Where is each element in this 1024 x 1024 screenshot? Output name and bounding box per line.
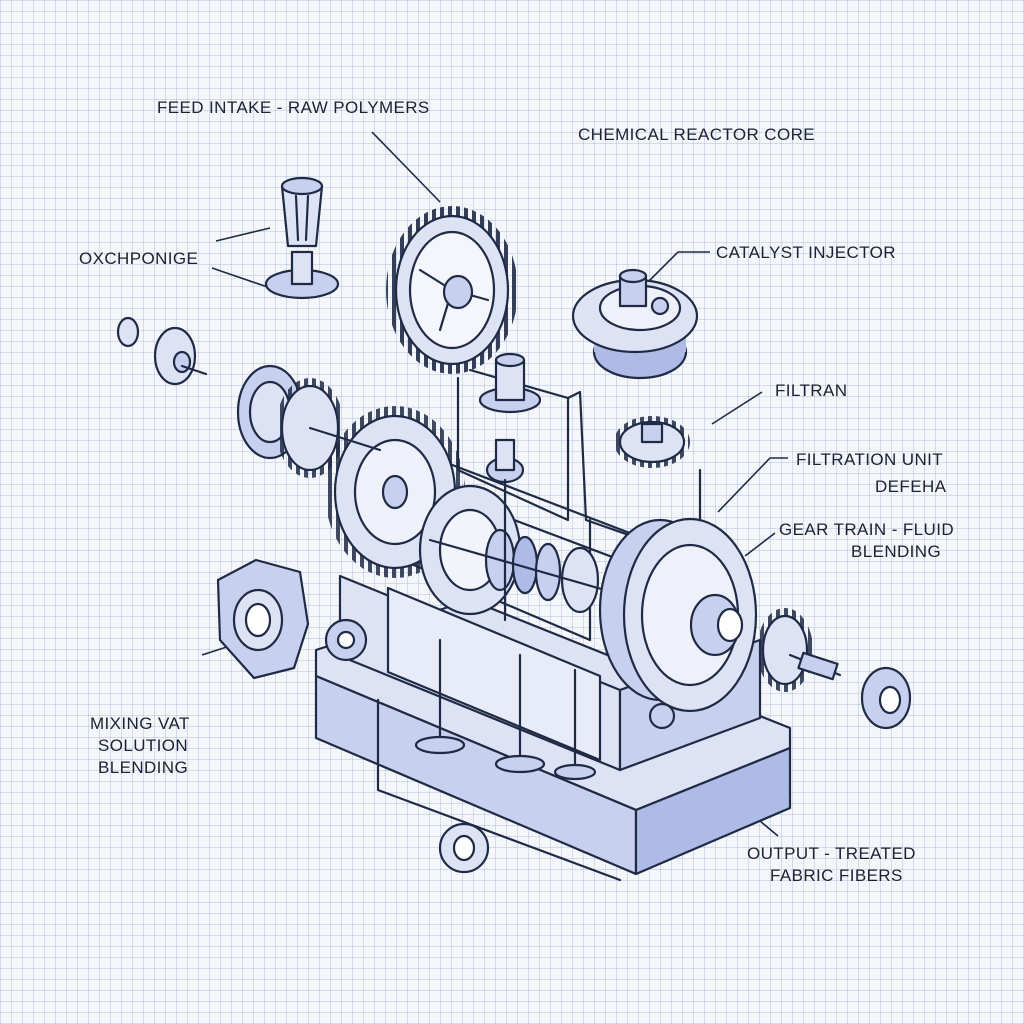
label-gear-train-line1: GEAR TRAIN - FLUID: [779, 520, 955, 539]
right-ring: [860, 666, 912, 730]
filtration-gear: [614, 416, 690, 468]
top-shaft-bearing: [478, 352, 542, 414]
label-filtration-unit: FILTRATION UNIT: [796, 450, 944, 469]
catalyst-injector: [571, 268, 699, 380]
label-mixing-line2: SOLUTION: [98, 736, 189, 755]
oxchponige-nozzle: [264, 176, 340, 300]
output-gear: [757, 608, 842, 692]
bottom-ring: [438, 822, 490, 874]
label-output-line1: OUTPUT - TREATED: [747, 844, 916, 863]
left-bushing: [116, 316, 208, 386]
label-feed-intake: FEED INTAKE - RAW POLYMERS: [157, 98, 430, 117]
label-mixing-line3: BLENDING: [98, 758, 189, 777]
label-mixing-line1: MIXING VAT: [90, 714, 190, 733]
label-oxchponige: OXCHPONIGE: [79, 249, 199, 268]
label-defeha: DEFEHA: [875, 477, 947, 496]
left-pulley: [236, 364, 382, 478]
label-gear-train-line2: BLENDING: [851, 542, 942, 561]
feed-intake-gear: [386, 206, 518, 374]
label-catalyst-injector: CATALYST INJECTOR: [716, 243, 896, 262]
right-disc-housing: [598, 517, 758, 730]
hex-nut: [216, 558, 310, 680]
mixing-rotor: [418, 438, 642, 622]
label-output-line2: FABRIC FIBERS: [770, 866, 903, 885]
label-reactor-core: CHEMICAL REACTOR CORE: [578, 125, 815, 144]
label-filtran: FILTRAN: [775, 381, 848, 400]
